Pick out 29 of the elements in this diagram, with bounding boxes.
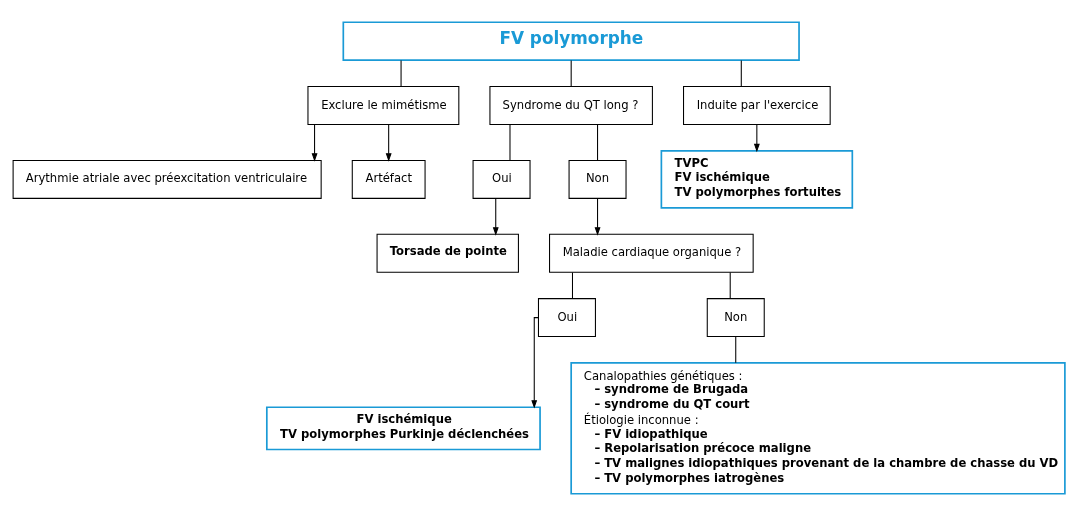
connector: [571, 272, 573, 299]
connector: [740, 60, 742, 87]
arrow: [594, 197, 601, 236]
arrow: [531, 317, 539, 409]
node-box: Oui: [472, 159, 531, 199]
connector: [570, 60, 572, 87]
connector: [735, 336, 737, 364]
node-box: Canalopathies génétiques : – syndrome de Brugada – syndrome du QT court Étiologie inconnue : – FV idiopathique – Repolarisation précoce maligne – TV malignes idiopathiques provenant de la chambre de chasse du VD – TV polymorphes iatrogènes: [570, 362, 1066, 495]
node-box: Non: [568, 159, 627, 199]
node-box: Induite par l'exercice: [683, 86, 831, 126]
node-box: Torsade de pointe: [376, 233, 519, 273]
node-box: FV ischémique TV polymorphes Purkinje déclenchées: [265, 406, 541, 451]
node-box: Arythmie atriale avec préexcitation ventriculaire: [12, 159, 322, 199]
connector: [729, 272, 731, 299]
arrow: [753, 124, 760, 153]
node-box: Artéfact: [351, 159, 426, 199]
arrow: [311, 124, 318, 162]
node-box: Oui: [537, 298, 596, 338]
connector: [597, 124, 599, 161]
node-box: FV polymorphe: [342, 21, 800, 62]
connector: [509, 124, 511, 161]
node-box: TVPC FV ischémique TV polymorphes fortuites: [660, 150, 854, 209]
arrow: [385, 124, 392, 162]
node-box: Exclure le mimétisme: [307, 86, 460, 126]
connector: [400, 60, 402, 87]
node-box: Non: [706, 298, 765, 338]
node-box: Syndrome du QT long ?: [489, 86, 653, 126]
arrow: [492, 197, 499, 236]
node-box: Maladie cardiaque organique ?: [549, 233, 754, 273]
